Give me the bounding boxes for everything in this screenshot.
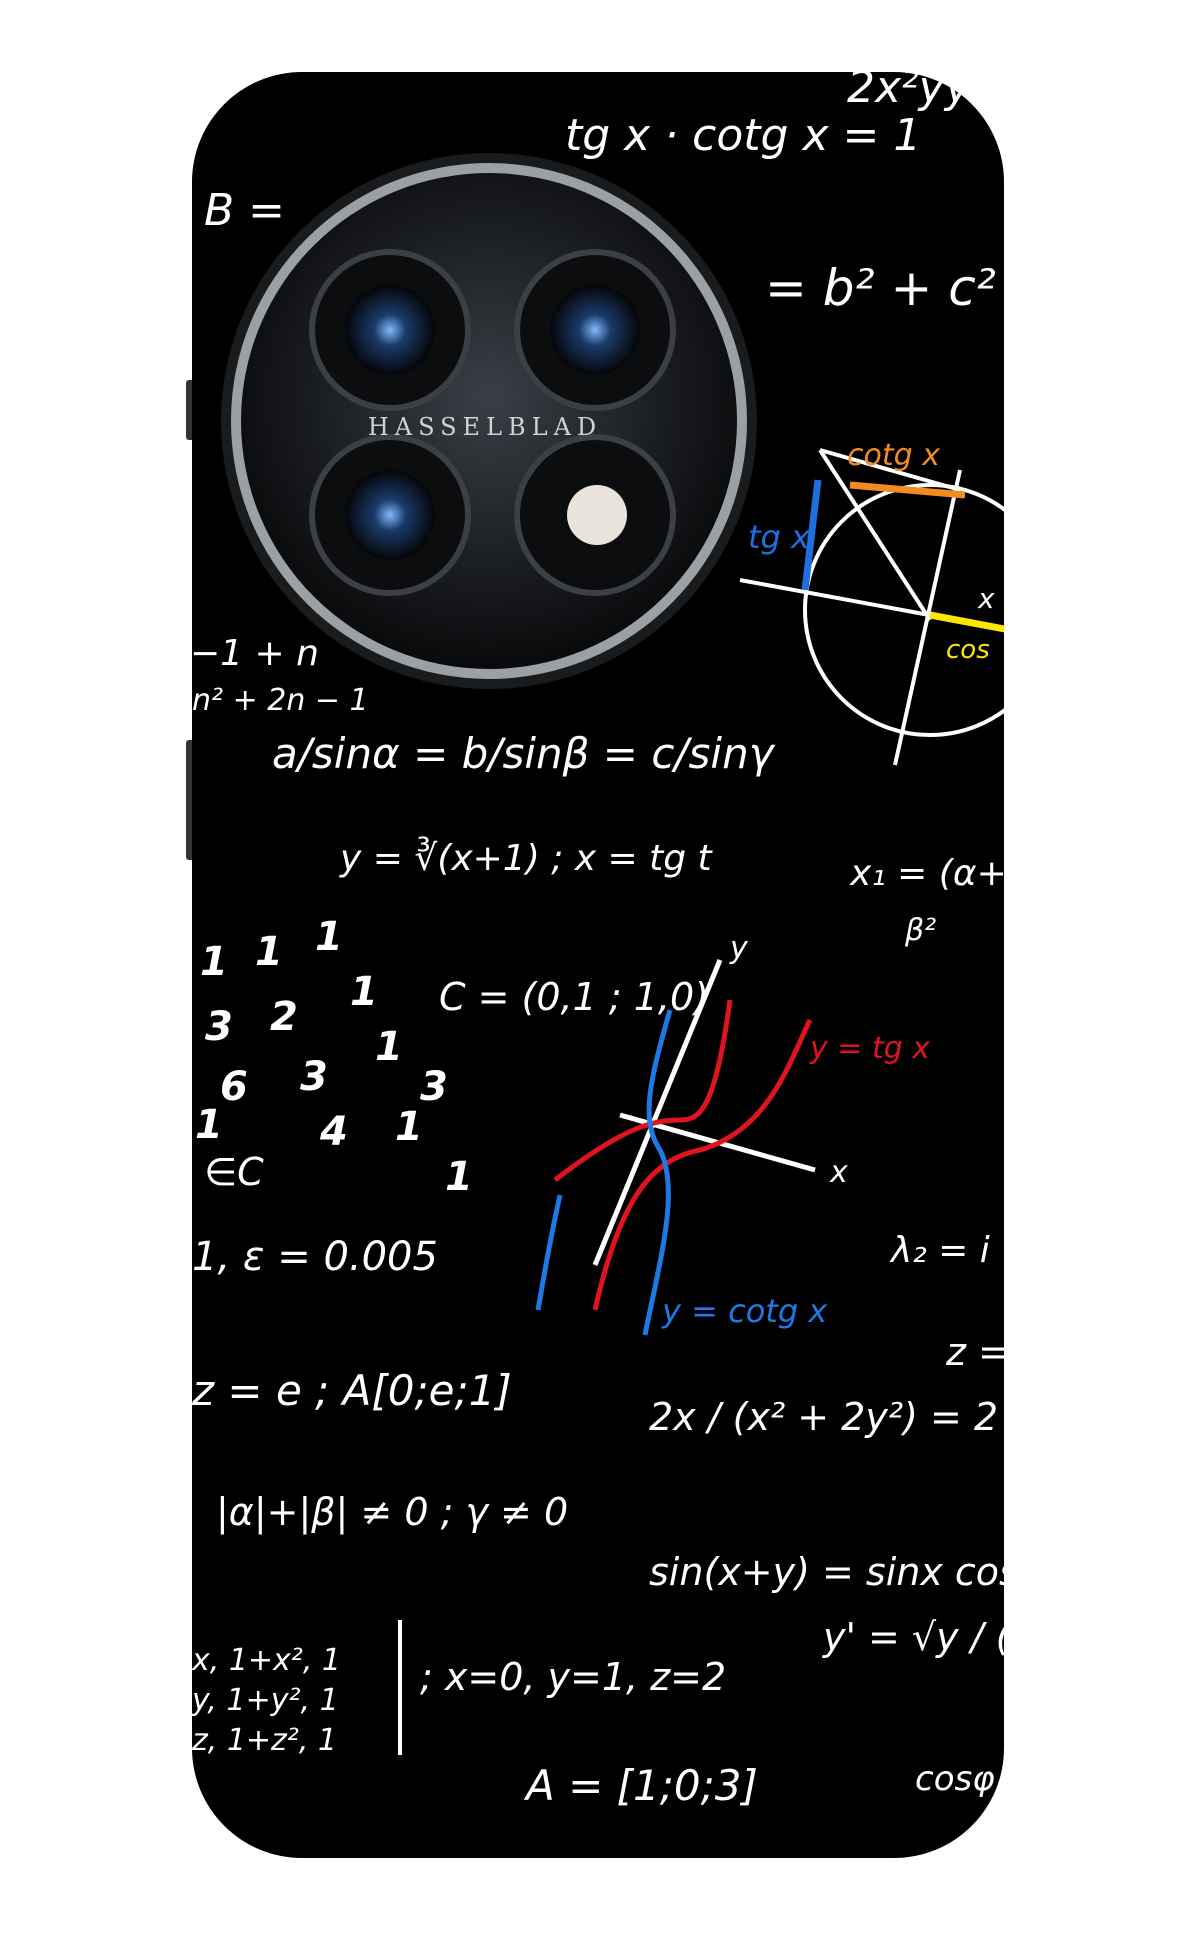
camera-lens <box>309 434 471 596</box>
formula: = b² + c² − 2 <box>765 259 1101 317</box>
cotg-label: cotg x <box>847 438 940 473</box>
camera-lens <box>309 249 471 411</box>
formula: |α|+|β| ≠ 0 ; γ ≠ 0 <box>216 1490 568 1535</box>
formula: 1, ε = 0.005 <box>192 1234 438 1280</box>
y-axis-label: y <box>729 931 749 966</box>
formula: x₁ = (α+β <box>849 853 1030 894</box>
formula: 2x²yy' <box>847 62 983 113</box>
camera-lens <box>514 249 676 411</box>
formula: −1 + n <box>190 633 319 674</box>
cotg-curve-label: y = cotg x <box>661 1292 828 1330</box>
formula: ; x=0, y=1, z=2 <box>420 1655 726 1699</box>
formula: n² + 2n − 1 <box>192 683 369 718</box>
formula: y' = √y / (x+2) <box>822 1615 1104 1659</box>
brand-logo: HASSELBLAD <box>368 413 602 441</box>
formula: x, 1+x², 1 <box>191 1643 341 1678</box>
trig-circle-diagram: cotg x tg x cos x <box>739 438 1004 766</box>
number: 1 <box>445 1154 473 1200</box>
math-print: tg x · cotg x = 1 2x²yy' B = = b² + c² −… <box>190 62 1104 1810</box>
formula: B = <box>204 185 285 236</box>
number: 4 <box>319 1109 348 1155</box>
number: 1 <box>200 939 228 985</box>
formula: z = e ; A[0;e;1] <box>191 1366 512 1415</box>
formula: 2x / (x² + 2y²) = 2 <box>649 1395 998 1439</box>
formula: z, 1+z², 1 <box>191 1723 337 1758</box>
formula: a/sinα = b/sinβ = c/sinγ <box>272 729 776 778</box>
formula: λ₂ = i <box>889 1230 990 1271</box>
number: 2 <box>270 994 298 1040</box>
formula: cosφ <box>915 1759 995 1799</box>
formula: z = <box>945 1330 1010 1374</box>
x-label: x <box>977 582 995 615</box>
formula: C = (0,1 ; 1,0) <box>439 975 709 1019</box>
formula: sin(x+y) = sinx cos <box>649 1550 1019 1594</box>
number: 1 <box>350 969 378 1015</box>
formula: y = ∛(x+1) ; x = tg t <box>339 836 714 879</box>
number: 1 <box>255 929 283 975</box>
number: 6 <box>220 1064 248 1110</box>
cos-label: cos <box>946 635 990 665</box>
formula: tg x · cotg x = 1 <box>565 110 921 161</box>
number: 1 <box>395 1104 423 1150</box>
number: 3 <box>205 1004 233 1050</box>
tg-label: tg x <box>748 518 811 556</box>
tg-cotg-graph: y x y = tg x y = cotg x <box>535 931 930 1336</box>
number: 3 <box>300 1054 328 1100</box>
x-axis-label: x <box>829 1155 848 1190</box>
formula: β² <box>904 913 936 948</box>
formula: A = [1;0;3] <box>523 1761 758 1810</box>
number: 1 <box>195 1102 223 1148</box>
number: 3 <box>420 1064 448 1110</box>
tg-curve-label: y = tg x <box>809 1031 930 1066</box>
formula: y, 1+y², 1 <box>191 1683 339 1718</box>
number: 1 <box>315 914 343 960</box>
flash-icon <box>514 434 676 596</box>
camera-module: HASSELBLAD <box>221 153 757 689</box>
number: 1 <box>375 1024 403 1070</box>
formula: ∈C <box>204 1150 264 1194</box>
